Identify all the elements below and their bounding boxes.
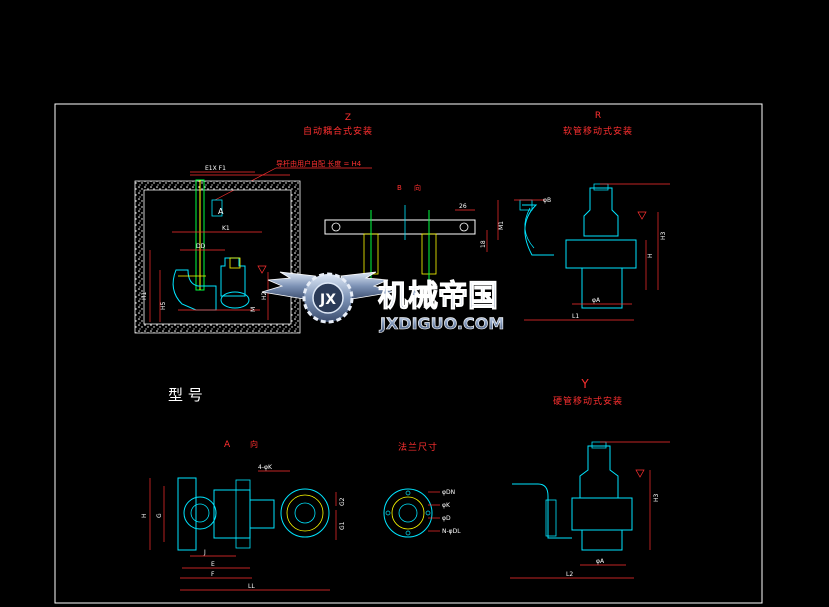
dim-b-m1: M1 <box>498 221 505 230</box>
dim-a-f: F <box>211 571 215 578</box>
watermark-en: JXDIGUO.COM <box>379 314 504 333</box>
a-flange-plate <box>177 477 197 551</box>
svg-text:A: A <box>218 207 224 216</box>
dim-z-k1: K1 <box>222 225 230 232</box>
dim-a-ll: LL <box>248 583 255 590</box>
dim-y-da: φA <box>596 558 605 565</box>
pit-walls <box>134 180 301 334</box>
dim-z-h2: H2 <box>261 291 268 300</box>
dim-r-da: φA <box>592 297 601 304</box>
view-b-letter: B <box>397 184 402 192</box>
dim-z-m: M <box>250 307 257 312</box>
view-r-caption: 软管移动式安装 <box>563 125 633 137</box>
dim-y-l2: L2 <box>566 571 573 578</box>
watermark-wing-left <box>261 271 316 301</box>
view-y-letter: Y <box>580 377 589 391</box>
dim-a-g2: G2 <box>339 497 346 506</box>
view-y-caption: 硬管移动式安装 <box>553 395 623 407</box>
dim-z-dd: DD <box>196 243 206 250</box>
dim-z-h5: H5 <box>160 301 167 310</box>
view-a-letter: A <box>224 440 231 450</box>
flange-caption: 法兰尺寸 <box>398 441 438 453</box>
view-z-callout: 导杆由用户自配 长度 = H4 <box>276 159 362 168</box>
b-beam <box>324 219 476 235</box>
r-pump-motor <box>583 187 619 237</box>
watermark-wing-right <box>340 271 395 301</box>
view-flange: 法兰尺寸 φDN φK φD N-φDL <box>383 441 461 538</box>
drawing-frame <box>54 103 763 604</box>
view-a-suffix: 向 <box>250 439 258 449</box>
view-r-hose: R 软管移动式安装 φB H3 H φA L1 <box>514 111 670 321</box>
dim-r-db: φB <box>543 197 551 204</box>
view-z-autocoupling: Z 自动耦合式安装 导杆由用户自配 长度 = H4 E1X F1 K1 DD A… <box>134 113 373 334</box>
view-b: B 向 26 18 M1 <box>324 183 505 280</box>
dim-b-18: 18 <box>480 240 487 248</box>
view-z-letter: Z <box>345 113 351 123</box>
y-pump-motor <box>579 445 619 499</box>
dim-a-j: J <box>203 549 206 556</box>
dim-y-h3: H3 <box>653 493 660 502</box>
flange-item-3: N-φDL <box>442 528 461 535</box>
dim-a-4k: 4-φK <box>258 464 273 471</box>
dim-a-g1: G1 <box>339 521 346 530</box>
dim-a-e: E <box>211 561 215 568</box>
dim-z-top: E1X F1 <box>205 165 226 172</box>
dim-r-h: H <box>647 253 654 258</box>
view-r-letter: R <box>595 111 601 121</box>
flange-item-0: φDN <box>442 489 455 496</box>
flange-item-1: φK <box>442 502 451 509</box>
view-z-caption: 自动耦合式安装 <box>303 125 373 137</box>
view-b-suffix: 向 <box>414 183 421 192</box>
dim-a-g: G <box>156 513 163 518</box>
dim-a-h: H <box>141 513 148 518</box>
view-y-hardpipe: Y 硬管移动式安装 H3 φA L2 <box>510 377 670 579</box>
z-pump <box>220 257 246 297</box>
watermark-cn: 机械帝国 <box>378 279 498 314</box>
model-title: 型 号 <box>168 386 203 404</box>
dim-r-h3: H3 <box>660 231 667 240</box>
dim-z-h1: H1 <box>141 291 148 300</box>
watermark-badge: JX <box>319 292 336 308</box>
view-a: A 向 4-φK H G G2 G1 J E F LL <box>141 439 346 591</box>
dim-r-l1: L1 <box>572 313 579 320</box>
flange-item-2: φD <box>442 515 451 522</box>
watermark: JX 机械帝国 JXDIGUO.COM <box>261 271 505 333</box>
dim-b-26: 26 <box>459 203 467 210</box>
